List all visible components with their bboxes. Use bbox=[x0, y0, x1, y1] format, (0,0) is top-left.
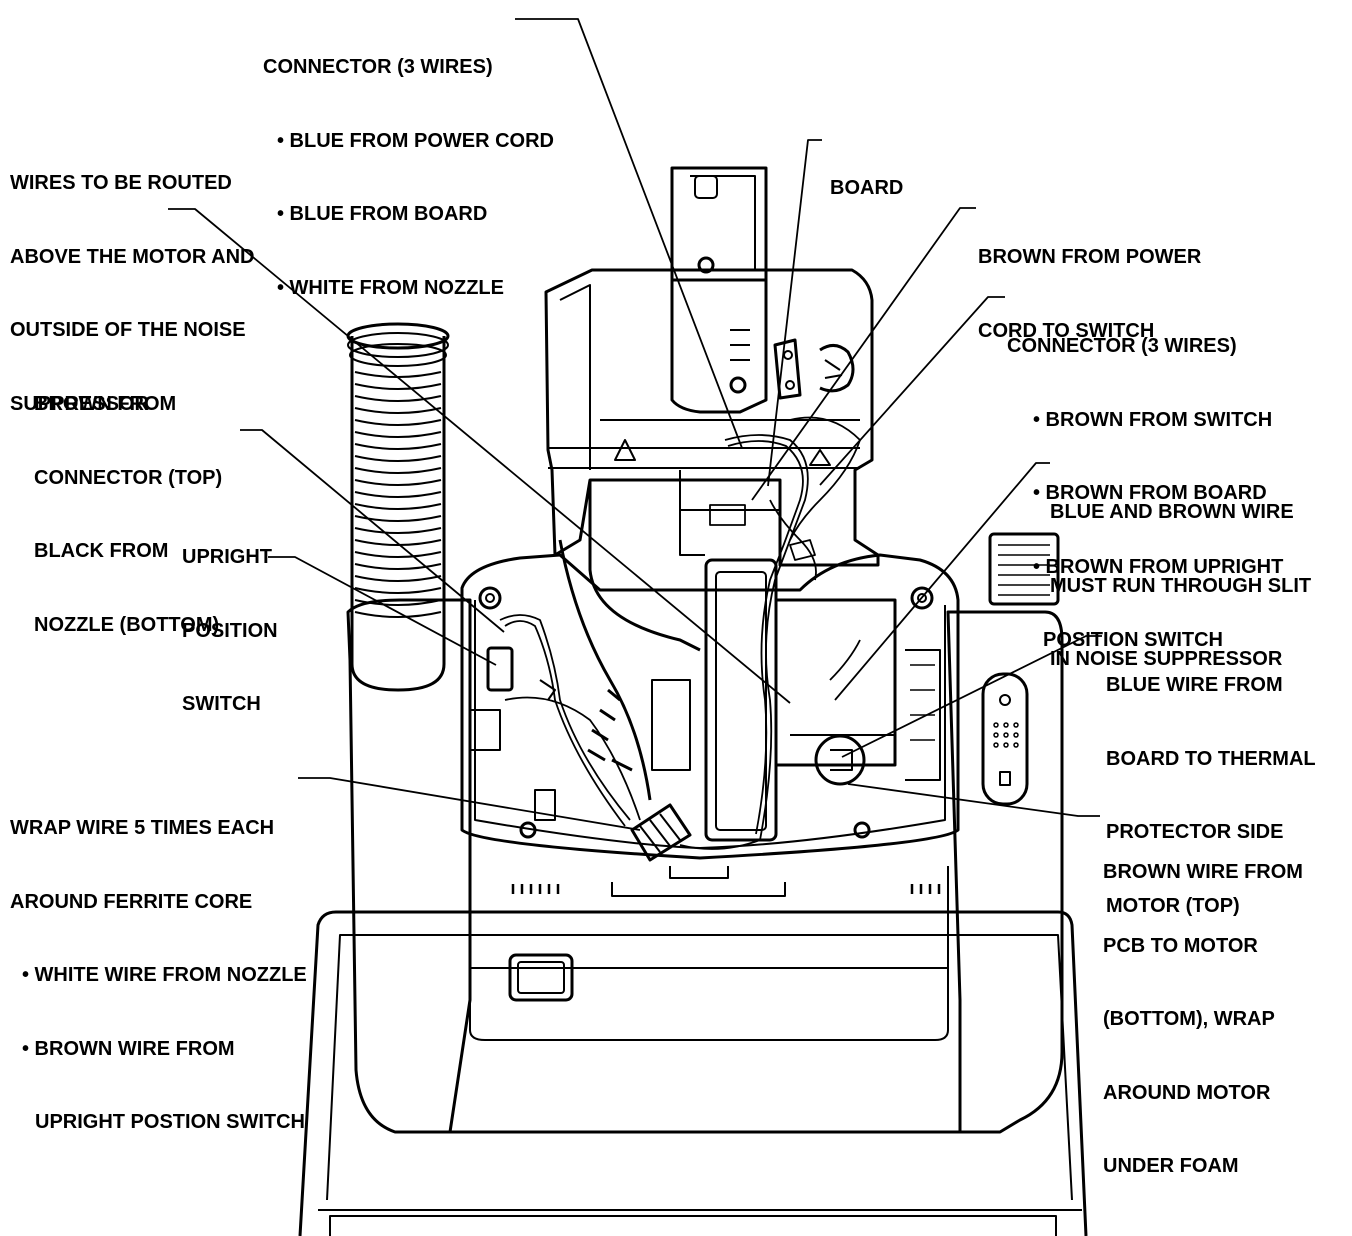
callout-line: • BROWN FROM UPRIGHT bbox=[1033, 555, 1284, 578]
callout-upright-switch: UPRIGHT POSITION SWITCH bbox=[182, 496, 278, 741]
callout-line: AROUND MOTOR bbox=[1103, 1081, 1271, 1104]
callout-line: POSITION bbox=[182, 619, 278, 642]
upper-body bbox=[544, 268, 880, 567]
callout-line: SWITCH bbox=[182, 693, 261, 715]
callout-line: CONNECTOR (TOP) bbox=[34, 466, 223, 489]
hose bbox=[346, 322, 450, 692]
callout-brown-from-connector: BROWN FROM CONNECTOR (TOP) BLACK FROM NO… bbox=[34, 343, 222, 662]
callout-blue-brown-slit: BLUE AND BROWN WIRE MUST RUN THROUGH SLI… bbox=[1050, 451, 1311, 696]
callout-line: • WHITE WIRE FROM NOZZLE bbox=[22, 964, 307, 986]
callout-line: UPRIGHT POSTION SWITCH bbox=[35, 1111, 305, 1133]
callout-line: BOARD bbox=[830, 177, 904, 199]
upright-switch-block bbox=[470, 646, 556, 821]
motor bbox=[651, 558, 941, 842]
wires bbox=[499, 416, 861, 850]
callout-line: MUST RUN THROUGH SLIT bbox=[1050, 574, 1312, 597]
callout-connector-right: CONNECTOR (3 WIRES) • BROWN FROM SWITCH … bbox=[1007, 285, 1283, 677]
callout-line: BROWN FROM POWER bbox=[978, 246, 1202, 268]
callout-line: UNDER FOAM bbox=[1103, 1155, 1239, 1177]
callout-line: CONNECTOR (3 WIRES) bbox=[263, 56, 493, 78]
callout-wires-routed: WIRES TO BE ROUTED ABOVE THE MOTOR AND O… bbox=[10, 122, 254, 441]
callout-line: BLUE WIRE FROM bbox=[1106, 674, 1283, 696]
callout-line: • BLUE FROM POWER CORD bbox=[277, 129, 554, 152]
callout-line: IN NOISE SUPPRESSOR bbox=[1050, 648, 1283, 670]
callout-line: PROTECTOR SIDE bbox=[1106, 821, 1284, 843]
callout-board: BOARD bbox=[830, 127, 903, 225]
callout-line: OUTSIDE OF THE NOISE bbox=[10, 319, 246, 341]
vent-slots bbox=[511, 884, 941, 894]
hose-ribs bbox=[354, 371, 442, 618]
callout-line: SUPPRESSOR bbox=[10, 392, 149, 415]
callout-line: • WHITE FROM NOZZLE bbox=[277, 276, 504, 299]
callout-line: POSITION SWITCH bbox=[1043, 629, 1223, 651]
side-panel bbox=[981, 532, 1060, 806]
handle-top bbox=[670, 166, 768, 414]
callout-line: BROWN WIRE FROM bbox=[1103, 861, 1303, 883]
callout-line: BLUE AND BROWN WIRE bbox=[1050, 501, 1294, 523]
callout-wrap-ferrite: WRAP WIRE 5 TIMES EACH AROUND FERRITE CO… bbox=[10, 767, 307, 1159]
callout-line: MOTOR (TOP) bbox=[1106, 894, 1240, 917]
callout-brown-pcb-motor: BROWN WIRE FROM PCB TO MOTOR (BOTTOM), W… bbox=[1103, 811, 1303, 1203]
release-pedal-icon bbox=[508, 953, 574, 1002]
callout-line: BLACK FROM bbox=[34, 540, 169, 562]
callout-connector-top: CONNECTOR (3 WIRES) • BLUE FROM POWER CO… bbox=[263, 6, 554, 325]
leader-lines bbox=[168, 18, 1102, 831]
callout-line: • BROWN WIRE FROM bbox=[22, 1037, 235, 1060]
callout-line: • BLUE FROM BOARD bbox=[277, 203, 488, 225]
duct-assembly bbox=[539, 480, 705, 801]
switch-bracket bbox=[773, 338, 855, 400]
callout-line: BROWN FROM bbox=[34, 393, 177, 415]
callout-line: PCB TO MOTOR bbox=[1103, 934, 1258, 957]
callout-blue-thermal: BLUE WIRE FROM BOARD TO THERMAL PROTECTO… bbox=[1106, 624, 1316, 943]
callout-line: CONNECTOR (3 WIRES) bbox=[1007, 335, 1237, 357]
lower-body bbox=[346, 598, 1064, 1134]
callout-line: UPRIGHT bbox=[182, 546, 272, 568]
callout-line: • BROWN FROM SWITCH bbox=[1033, 408, 1273, 431]
callout-line: (BOTTOM), WRAP bbox=[1103, 1008, 1275, 1030]
callout-line: CORD TO SWITCH bbox=[978, 319, 1155, 342]
ferrite-core bbox=[630, 803, 692, 862]
callout-line: NOZZLE (BOTTOM) bbox=[34, 613, 220, 636]
callout-line: ABOVE THE MOTOR AND bbox=[10, 245, 255, 268]
base-nozzle bbox=[298, 910, 1088, 1236]
callout-line: BOARD TO THERMAL bbox=[1106, 747, 1316, 770]
callout-line: WIRES TO BE ROUTED bbox=[10, 172, 232, 194]
callout-brown-power-cord: BROWN FROM POWER CORD TO SWITCH bbox=[978, 196, 1201, 368]
callout-line: WRAP WIRE 5 TIMES EACH bbox=[10, 817, 275, 839]
callout-line: • BROWN FROM BOARD bbox=[1033, 482, 1267, 504]
callout-line: AROUND FERRITE CORE bbox=[10, 890, 253, 913]
